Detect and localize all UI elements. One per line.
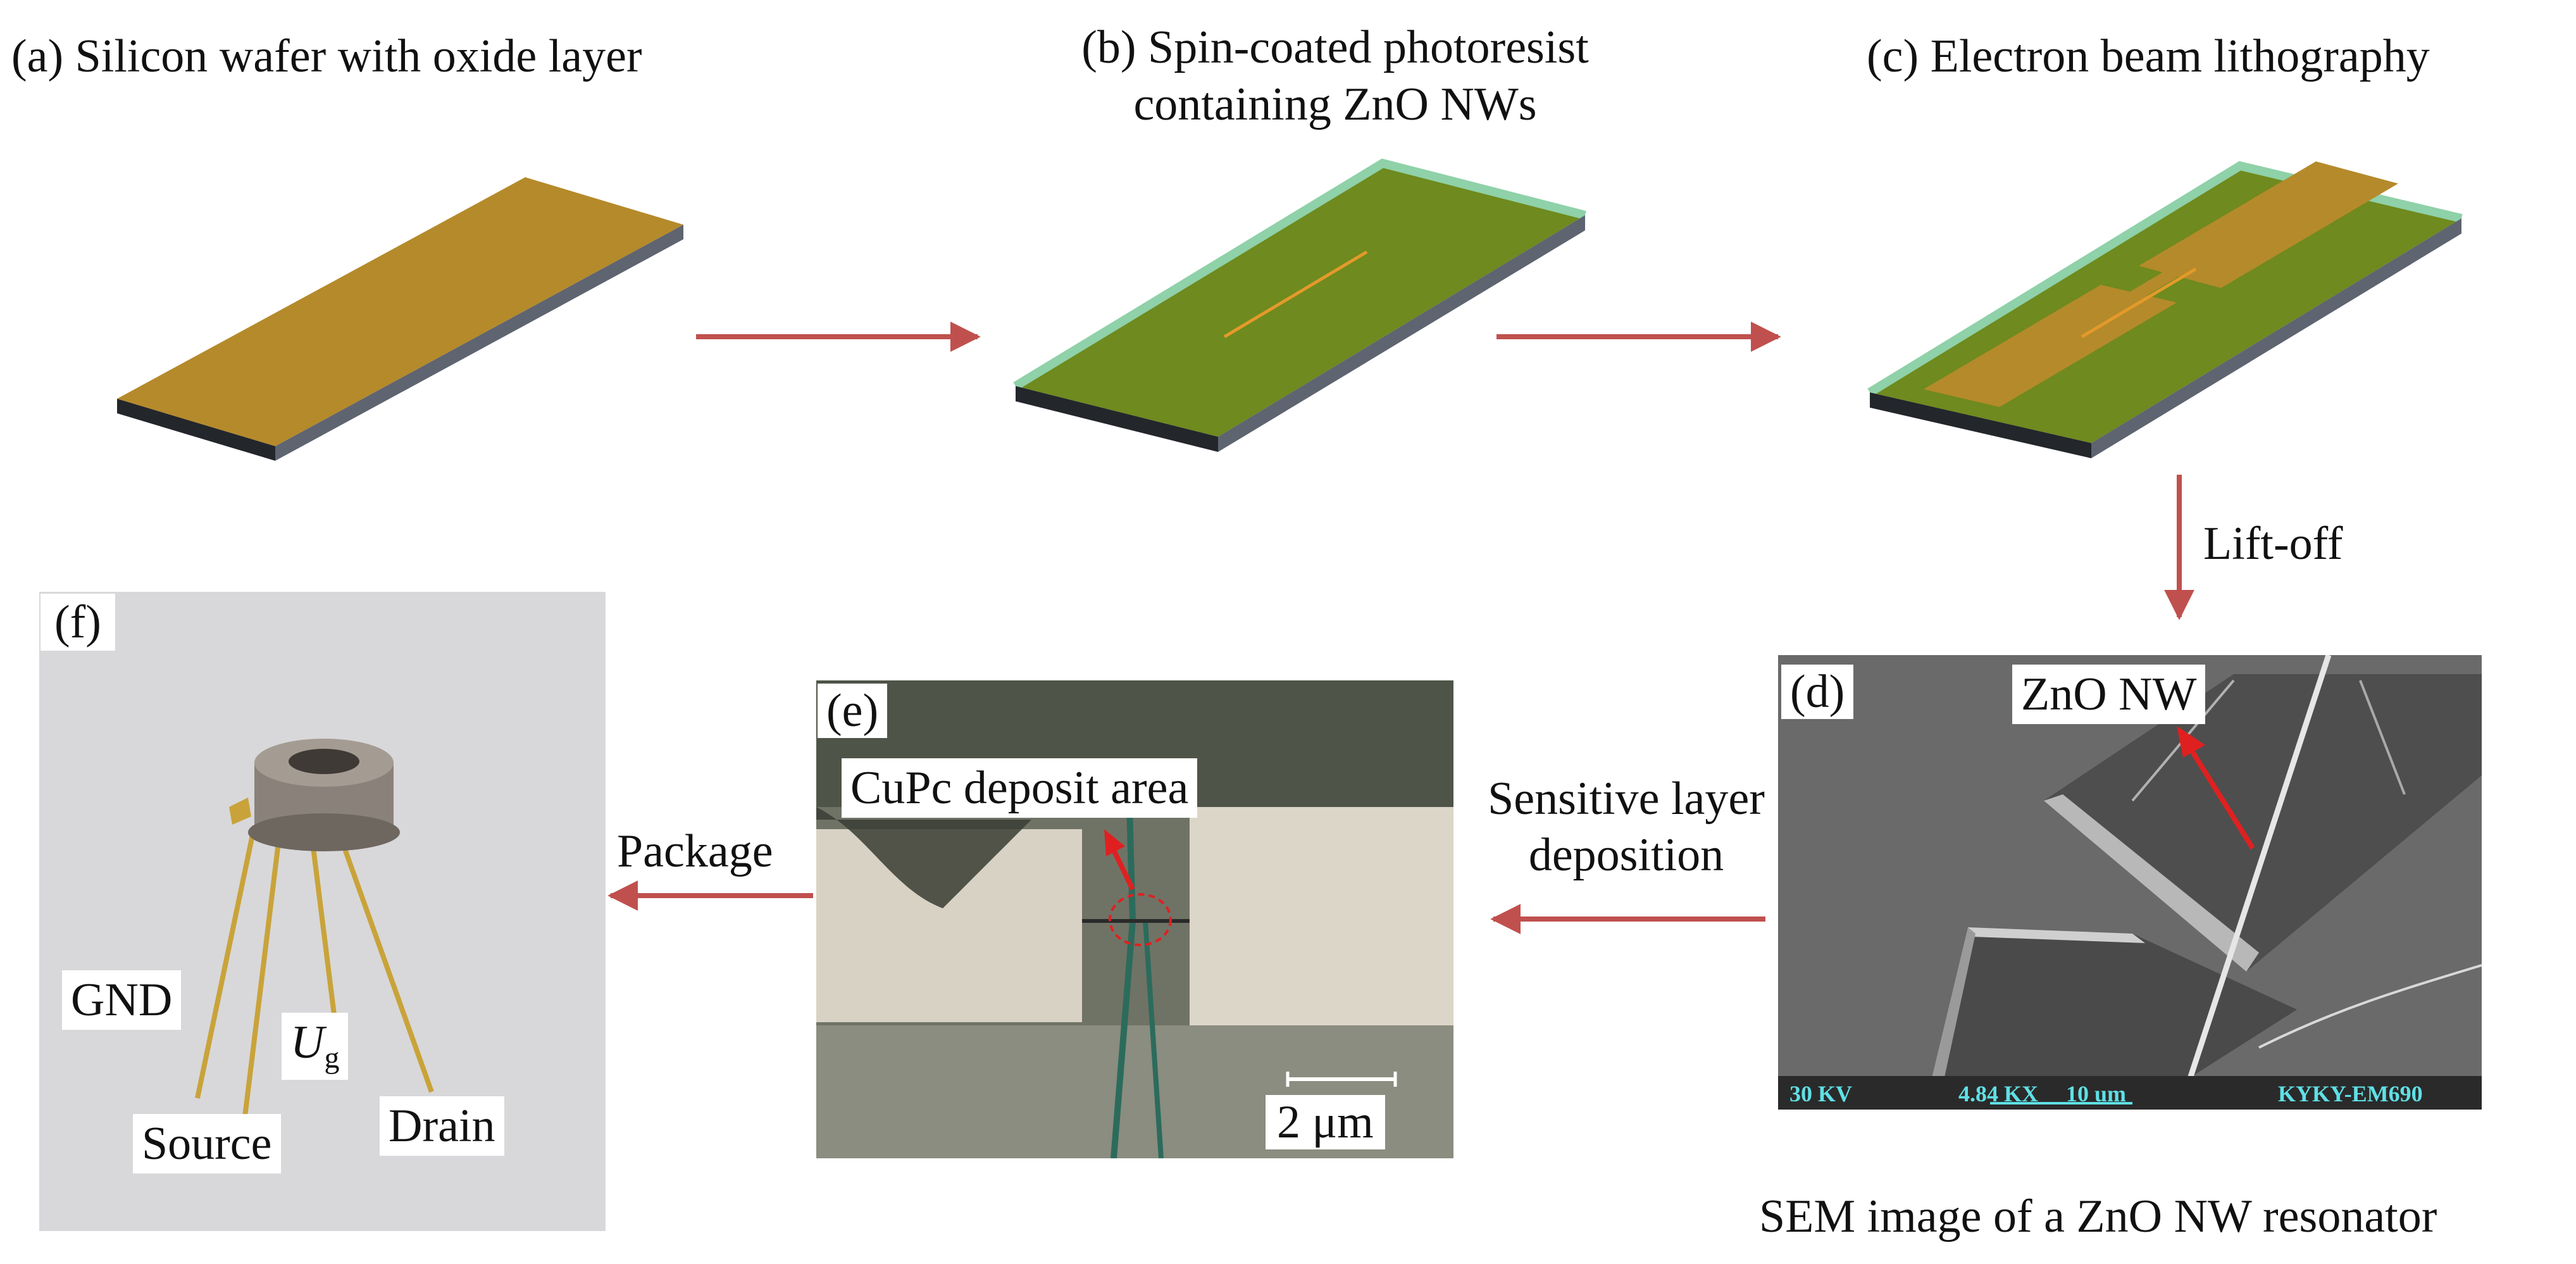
optical-channel-2 (1143, 920, 1164, 1158)
package-can-base (248, 813, 400, 851)
optical-electrode-right (1190, 807, 1453, 1025)
wafer-b-resist (1016, 163, 1585, 437)
wafer-b-nanowire (1223, 250, 1368, 339)
pin-drain-label: Drain (380, 1096, 504, 1156)
wafer-b-front (1016, 386, 1218, 452)
optical-image-drawing (816, 680, 1453, 1158)
wafer-a-side (275, 225, 683, 461)
sem-fiber-3 (2258, 964, 2482, 1049)
sem-model: KYKY-EM690 (2278, 1081, 2423, 1106)
optical-scale-label: 2 μm (1266, 1095, 1385, 1149)
panel-b-title-line2: containing ZnO NWs (1133, 78, 1537, 131)
step-package: Package (617, 825, 773, 877)
pin-ug-main: U (290, 1017, 325, 1068)
sem-fiber-2 (2359, 680, 2406, 795)
panel-b-title: (b) Spin-coated photoresist containing Z… (1000, 19, 1671, 134)
optical-debris (816, 807, 1031, 908)
wafer-c-nanowire (2081, 267, 2197, 339)
pin-ug-sub: g (324, 1041, 340, 1075)
package-photo (39, 592, 606, 1231)
wafer-a-top (117, 177, 683, 446)
wafer-c (1867, 161, 2463, 458)
panel-f-tag: (f) (40, 594, 115, 651)
optical-deposit-circle (1109, 893, 1172, 946)
wafer-c-electrode-left (1924, 285, 2177, 407)
sem-pad-lower-side (1930, 927, 1976, 1092)
pin-source-label: Source (133, 1114, 281, 1173)
step-sensitive-line1: Sensitive layer (1488, 773, 1765, 825)
wafer-c-channel (2088, 256, 2205, 321)
wafer-a-front (117, 399, 275, 461)
panel-b-title-line1: (b) Spin-coated photoresist (1081, 22, 1589, 73)
package-window (289, 749, 359, 774)
step-sensitive-line2: deposition (1528, 829, 1724, 881)
package-leg-2 (239, 832, 282, 1143)
sem-pointer (2187, 745, 2255, 850)
sem-image: 30 KV 4.84 KX 10 um KYKY-EM690 (1778, 655, 2482, 1110)
package-tab (229, 798, 251, 825)
package-leg-4 (334, 825, 434, 1093)
sem-nw-label: ZnO NW (2012, 665, 2206, 724)
pin-ug-label: Ug (282, 1013, 349, 1080)
sem-pad-lower (1930, 927, 2297, 1098)
optical-pointer (1111, 849, 1135, 891)
sem-image-drawing (1778, 655, 2482, 1110)
wafer-c-front (1870, 392, 2091, 458)
panel-e-tag: (e) (818, 684, 888, 738)
step-lift-off: Lift-off (2203, 518, 2343, 570)
package-leg-1 (195, 825, 257, 1099)
sem-pad-upper (2044, 674, 2482, 972)
sem-scale-label: 10 um (2066, 1081, 2127, 1106)
optical-pointer-head (1104, 829, 1125, 856)
sem-nanowire (2177, 655, 2332, 1110)
sem-voltage: 30 KV (1789, 1081, 1852, 1106)
panel-a-title: (a) Silicon wafer with oxide layer (11, 30, 642, 82)
panel-d-tag: (d) (1781, 665, 1854, 719)
step-sensitive-layer: Sensitive layer deposition (1449, 771, 1803, 884)
pin-gnd-label: GND (62, 970, 182, 1030)
wafer-c-electrode-right (2139, 161, 2398, 288)
sem-pad-upper-edge (2044, 794, 2259, 972)
sem-magnification: 4.84 KX (1958, 1081, 2038, 1106)
package-leg-3 (309, 832, 339, 1036)
wafer-a (117, 177, 683, 461)
wafer-c-side (2091, 218, 2461, 458)
wafer-b-side (1218, 215, 1585, 452)
optical-deposit-label: CuPc deposit area (842, 758, 1198, 818)
panel-d-caption: SEM image of a ZnO NW resonator (1759, 1191, 2437, 1242)
wafer-b (1013, 158, 1586, 452)
wafer-c-resist-edge (1867, 161, 2463, 396)
optical-image (816, 680, 1453, 1158)
sem-pad-lower-edge (1968, 927, 2145, 943)
package-photo-drawing (39, 592, 606, 1231)
wafer-b-resist-edge (1013, 158, 1586, 390)
sem-pointer-head (2177, 726, 2205, 758)
panel-c-title: (c) Electron beam lithography (1867, 30, 2430, 82)
